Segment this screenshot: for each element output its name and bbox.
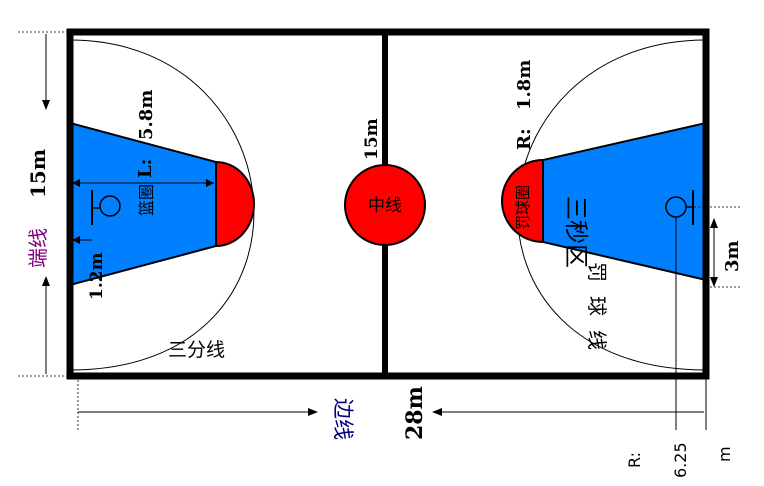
key-length-label: L: xyxy=(135,159,156,178)
key-top-width-label: 5.8m xyxy=(136,90,157,140)
arrowhead xyxy=(710,218,718,228)
center-circle-radius-label: 15m xyxy=(362,118,382,160)
three-point-radius-label: R: xyxy=(625,452,644,468)
three-point-line-label: 三分线 xyxy=(168,339,225,361)
three-point-radius-unit: m xyxy=(715,446,734,462)
basket-distance-label: 1.2m xyxy=(87,252,107,300)
three-point-radius-value: 6.25 xyxy=(671,442,690,478)
court-boundary xyxy=(66,28,710,380)
free-throw-circle-left xyxy=(215,160,255,248)
free-throw-line-label: 罚球线 xyxy=(585,262,609,364)
center-circle xyxy=(344,164,426,246)
basket-left xyxy=(99,195,121,217)
arrowhead xyxy=(72,236,80,244)
basket-label: 篮圈 xyxy=(137,184,156,216)
arrowhead xyxy=(308,408,318,416)
side-line-length-label: 28m xyxy=(402,386,428,440)
arrowhead xyxy=(206,179,214,187)
arrowhead xyxy=(42,100,50,110)
arrowhead xyxy=(72,179,80,187)
arrowhead xyxy=(42,276,50,286)
arrowhead xyxy=(710,277,718,287)
arrowhead xyxy=(432,408,442,416)
side-line-label: 边线 xyxy=(331,398,355,440)
free-throw-circle-label: 罚球圈 xyxy=(514,185,532,230)
three-second-area-label: 三秒区 xyxy=(562,196,590,268)
end-line-label: 端线 xyxy=(26,228,50,268)
key-offset-label: 3m xyxy=(722,240,743,272)
end-line-width-label: 15m xyxy=(26,149,50,198)
center-line-label: 中线 xyxy=(368,196,402,216)
free-throw-circle-radius-value: 1.8m xyxy=(514,60,535,110)
free-throw-circle-right xyxy=(501,158,544,244)
free-throw-circle-radius-label: R: xyxy=(514,128,535,150)
